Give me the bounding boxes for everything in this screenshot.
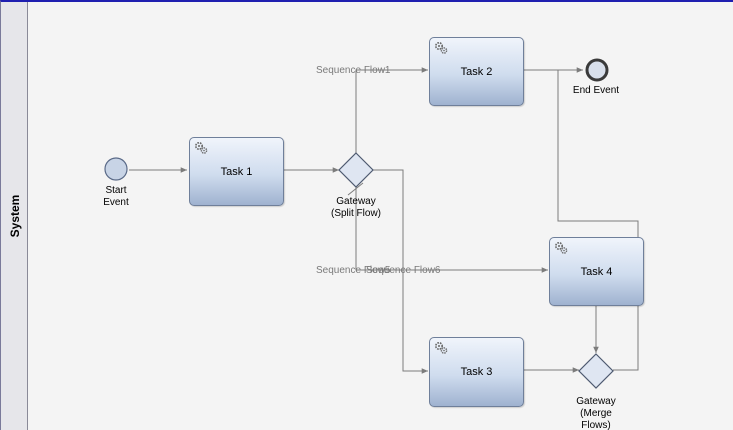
flow-split-to-task2[interactable] (355, 67, 428, 153)
gear-icon (434, 41, 448, 54)
gear-icon (554, 241, 568, 254)
merge-gateway-label: Gateway (Merge Flows) (576, 396, 616, 430)
end-event-label: End Event (572, 85, 620, 96)
gear-icon (434, 341, 448, 354)
task-1-label: Task 1 (220, 165, 253, 178)
start-event-label: Start Event (103, 185, 129, 208)
task-3-label: Task 3 (460, 366, 493, 378)
task-4-label: Task 4 (580, 265, 613, 278)
task-4[interactable]: Task 4 (549, 237, 644, 306)
merge-gateway[interactable] (578, 353, 614, 389)
lane-header[interactable]: System (1, 2, 28, 430)
flow-split-to-task4[interactable] (355, 187, 548, 273)
task-2[interactable]: Task 2 (429, 37, 524, 106)
lane-body (28, 2, 733, 430)
sequence-flow1-label[interactable]: Sequence Flow1 (316, 65, 391, 76)
flow-marker-tick (347, 182, 364, 196)
end-event[interactable] (585, 58, 609, 82)
sequence-flow6-label[interactable]: Sequence Flow6 (366, 265, 441, 276)
task-2-label: Task 2 (460, 65, 493, 78)
task-1[interactable]: Task 1 (189, 137, 284, 206)
split-gateway[interactable] (338, 152, 374, 188)
task-3[interactable]: Task 3 (429, 337, 524, 407)
split-gateway-label: Gateway (Split Flow) (330, 196, 381, 219)
start-event[interactable] (104, 157, 128, 181)
flow-merge-to-end[interactable] (557, 70, 639, 371)
sequence-flow5-label[interactable]: Sequence Flow5 (316, 265, 391, 276)
gear-icon (194, 141, 208, 154)
